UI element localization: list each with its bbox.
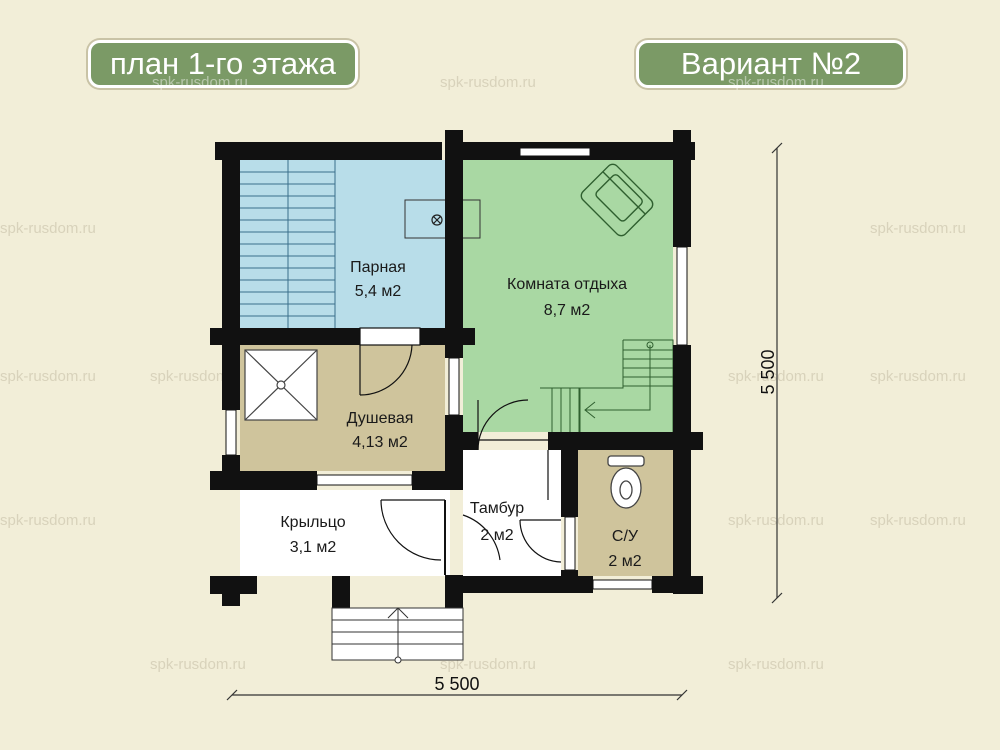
dimension-height-label: 5 500 — [758, 349, 778, 394]
watermark: spk-rusdom.ru — [440, 656, 536, 673]
watermark: spk-rusdom.ru — [728, 512, 824, 529]
stove-icon — [431, 214, 443, 226]
variant-badge: Вариант №2 — [636, 40, 906, 88]
doors — [359, 327, 562, 575]
room-area: 8,7 м2 — [544, 302, 591, 319]
watermark: spk-rusdom.ru — [0, 220, 96, 237]
watermark: spk-rusdom.ru — [0, 512, 96, 529]
staircase — [540, 339, 674, 432]
label-tambur: Тамбур 2 м2 — [470, 500, 524, 544]
label-su: С/У 2 м2 — [608, 528, 641, 570]
label-komnata: Комната отдыха 8,7 м2 — [507, 276, 627, 319]
toilet-icon — [607, 455, 645, 509]
room-name: Парная — [350, 259, 406, 276]
watermark: spk-rusdom.ru — [152, 74, 248, 91]
watermark: spk-rusdom.ru — [870, 220, 966, 237]
watermark: spk-rusdom.ru — [728, 74, 824, 91]
room-name: С/У — [612, 528, 639, 545]
label-krylco: Крыльцо 3,1 м2 — [280, 514, 345, 556]
watermark: spk-rusdom.ru — [150, 368, 246, 385]
watermark: spk-rusdom.ru — [0, 368, 96, 385]
shower-tray — [244, 349, 318, 421]
dimension-height — [771, 142, 783, 604]
watermark: spk-rusdom.ru — [150, 656, 246, 673]
watermark: spk-rusdom.ru — [440, 74, 536, 91]
watermark: spk-rusdom.ru — [870, 512, 966, 529]
variant-label: Вариант №2 — [680, 46, 862, 81]
room-name: Тамбур — [470, 500, 524, 517]
room-area: 2 м2 — [480, 527, 513, 544]
watermark: spk-rusdom.ru — [870, 368, 966, 385]
dimension-width-label: 5 500 — [434, 674, 479, 694]
watermark: spk-rusdom.ru — [728, 656, 824, 673]
sauna-bench — [240, 160, 336, 328]
room-name: Душевая — [347, 410, 414, 427]
label-dushevaya: Душевая 4,13 м2 — [347, 410, 414, 451]
plan-title-badge: план 1-го этажа — [88, 40, 358, 88]
room-name: Комната отдыха — [507, 276, 627, 293]
room-area: 3,1 м2 — [290, 539, 337, 556]
dimension-width — [226, 689, 688, 701]
room-area: 5,4 м2 — [355, 283, 402, 300]
room-komnata-floor — [463, 160, 673, 432]
sauna-stove — [404, 199, 481, 239]
room-krylco-floor — [240, 490, 450, 576]
armchair-icon — [580, 163, 654, 237]
plan-title: план 1-го этажа — [109, 46, 337, 81]
walls — [210, 130, 703, 615]
label-parnaya: Парная 5,4 м2 — [350, 259, 406, 300]
room-area: 2 м2 — [608, 553, 641, 570]
room-name: Крыльцо — [280, 514, 345, 531]
watermark: spk-rusdom.ru — [728, 368, 824, 385]
porch-steps — [331, 607, 464, 664]
windows — [225, 147, 688, 590]
room-area: 4,13 м2 — [352, 434, 408, 451]
room-tambur-floor — [463, 450, 561, 576]
